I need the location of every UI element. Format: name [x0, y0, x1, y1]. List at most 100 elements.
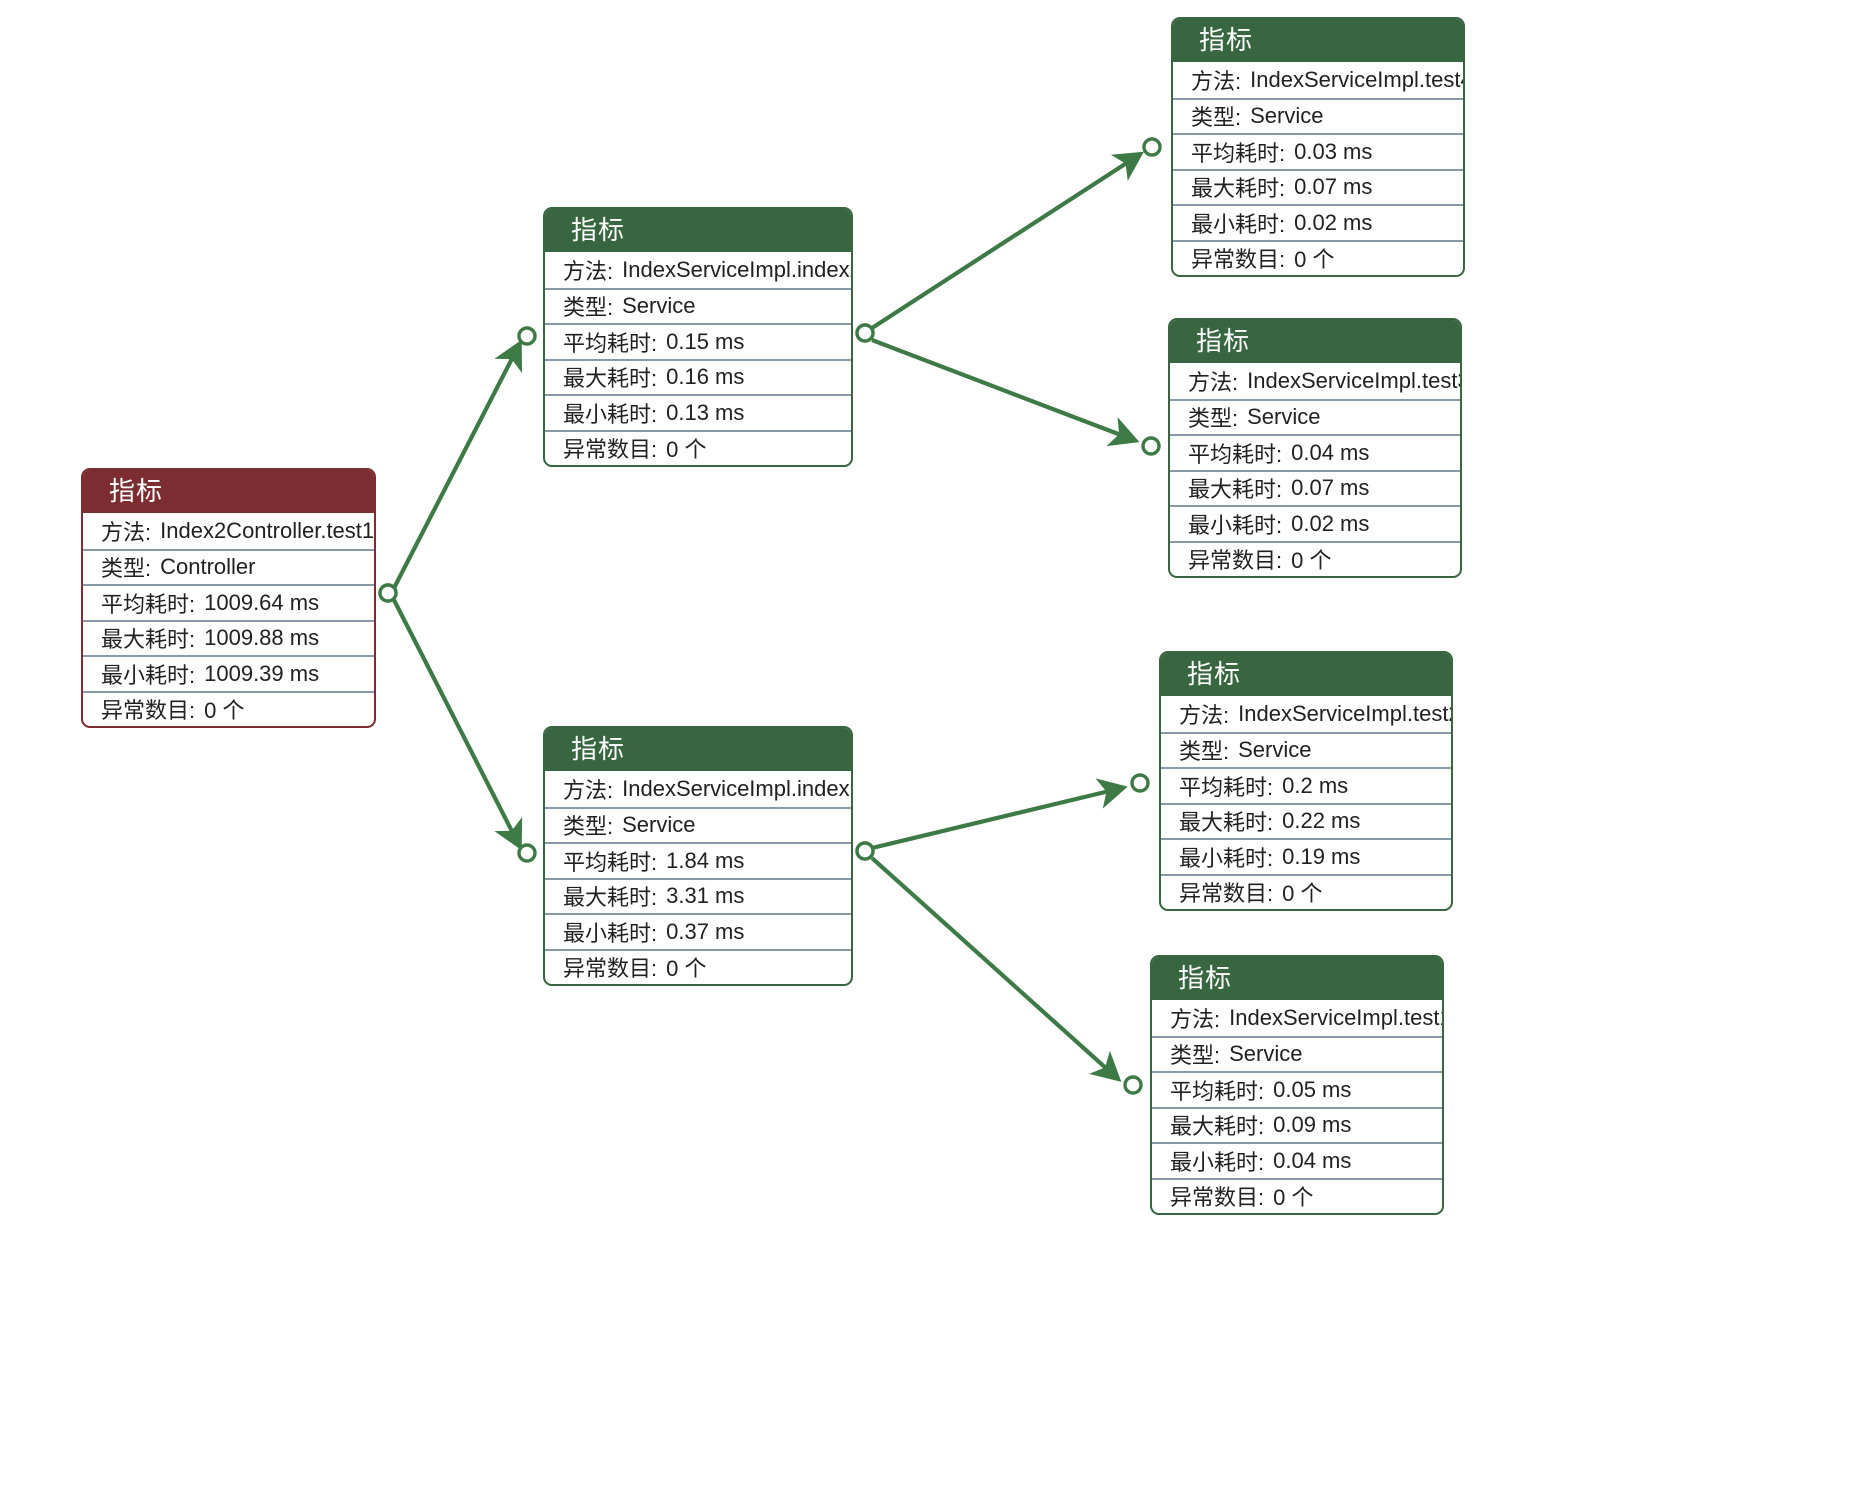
node-card-service-indexserviceimpl-test3[interactable]: 指标 方法: IndexServiceImpl.test3 类型: Servic…	[1168, 318, 1462, 578]
row-errors: 异常数目: 0 个	[545, 429, 851, 466]
node-title: 指标	[1161, 653, 1451, 696]
edge-index2-to-test3	[855, 323, 1161, 456]
node-field-list: 方法: IndexServiceImpl.index1 类型: Service …	[545, 771, 851, 984]
node-card-service-indexserviceimpl-test1[interactable]: 指标 方法: IndexServiceImpl.test1 类型: Servic…	[1150, 955, 1444, 1215]
label-method: 方法:	[1170, 1006, 1221, 1032]
node-field-list: 方法: IndexServiceImpl.test1 类型: Service 平…	[1152, 1000, 1442, 1213]
edge-root-to-index1	[378, 583, 537, 863]
node-title: 指标	[83, 470, 374, 513]
node-title: 指标	[1152, 957, 1442, 1000]
value-type: Service	[1250, 103, 1324, 129]
value-avg: 1.84 ms	[666, 847, 745, 873]
label-method: 方法:	[563, 258, 614, 284]
edge-index1-to-test2	[855, 773, 1150, 861]
row-min: 最小耗时: 0.13 ms	[545, 394, 851, 430]
value-min: 0.19 ms	[1282, 843, 1361, 869]
edge-index2-to-test4	[855, 137, 1162, 343]
node-card-service-indexserviceimpl-test4[interactable]: 指标 方法: IndexServiceImpl.test4 类型: Servic…	[1171, 17, 1465, 277]
label-max: 最大耗时:	[1170, 1114, 1265, 1140]
label-min: 最小耗时:	[1188, 512, 1283, 538]
label-max: 最大耗时:	[1191, 176, 1286, 202]
row-min: 最小耗时: 0.19 ms	[1161, 838, 1451, 874]
value-method: IndexServiceImpl.test1	[1229, 1004, 1444, 1030]
label-min: 最小耗时:	[563, 401, 658, 427]
node-card-service-indexserviceimpl-index1[interactable]: 指标 方法: IndexServiceImpl.index1 类型: Servi…	[543, 726, 853, 986]
label-type: 类型:	[1179, 739, 1230, 765]
label-avg: 平均耗时:	[101, 591, 196, 617]
row-min: 最小耗时: 1009.39 ms	[83, 655, 374, 691]
value-type: Controller	[160, 554, 256, 580]
edge-root-to-index2	[378, 326, 537, 603]
label-avg: 平均耗时:	[1170, 1078, 1265, 1104]
row-errors: 异常数目: 0 个	[1161, 873, 1451, 910]
row-method: 方法: IndexServiceImpl.index1	[545, 771, 851, 807]
label-avg: 平均耗时:	[1191, 140, 1286, 166]
label-avg: 平均耗时:	[1179, 774, 1274, 800]
value-type: Service	[1247, 404, 1321, 430]
value-min: 0.13 ms	[666, 399, 745, 425]
label-max: 最大耗时:	[1188, 477, 1283, 503]
row-max: 最大耗时: 3.31 ms	[545, 877, 851, 914]
node-title: 指标	[545, 728, 851, 771]
node-field-list: 方法: IndexServiceImpl.test3 类型: Service 平…	[1170, 363, 1460, 576]
value-max: 1009.88 ms	[204, 625, 320, 651]
value-method: IndexServiceImpl.index1	[622, 775, 853, 801]
row-type: 类型: Service	[1170, 398, 1460, 435]
value-max: 0.22 ms	[1282, 808, 1361, 834]
label-errors: 异常数目:	[1170, 1185, 1265, 1211]
node-card-service-indexserviceimpl-index2[interactable]: 指标 方法: IndexServiceImpl.index2 类型: Servi…	[543, 207, 853, 467]
row-max: 最大耗时: 0.07 ms	[1173, 168, 1463, 205]
row-max: 最大耗时: 0.22 ms	[1161, 802, 1451, 839]
value-min: 0.02 ms	[1291, 510, 1370, 536]
label-min: 最小耗时:	[563, 920, 658, 946]
row-min: 最小耗时: 0.02 ms	[1173, 204, 1463, 240]
value-max: 0.16 ms	[666, 364, 745, 390]
label-avg: 平均耗时:	[1188, 441, 1283, 467]
row-errors: 异常数目: 0 个	[1170, 540, 1460, 577]
label-errors: 异常数目:	[1179, 881, 1274, 907]
label-type: 类型:	[1191, 105, 1242, 131]
value-avg: 0.05 ms	[1273, 1076, 1352, 1102]
label-min: 最小耗时:	[1170, 1149, 1265, 1175]
node-field-list: 方法: Index2Controller.test1 类型: Controlle…	[83, 513, 374, 726]
row-method: 方法: IndexServiceImpl.test2	[1161, 696, 1451, 732]
label-max: 最大耗时:	[563, 885, 658, 911]
label-method: 方法:	[563, 777, 614, 803]
row-errors: 异常数目: 0 个	[83, 690, 374, 727]
label-max: 最大耗时:	[1179, 810, 1274, 836]
row-type: 类型: Service	[1152, 1035, 1442, 1072]
value-max: 0.09 ms	[1273, 1112, 1352, 1138]
row-avg: 平均耗时: 0.15 ms	[545, 323, 851, 359]
row-min: 最小耗时: 0.37 ms	[545, 913, 851, 949]
label-max: 最大耗时:	[101, 627, 196, 653]
value-min: 0.37 ms	[666, 918, 745, 944]
value-errors: 0 个	[1294, 247, 1335, 273]
label-avg: 平均耗时:	[563, 849, 658, 875]
row-max: 最大耗时: 1009.88 ms	[83, 619, 374, 656]
row-avg: 平均耗时: 0.05 ms	[1152, 1071, 1442, 1107]
node-card-controller-index2controller-test1[interactable]: 指标 方法: Index2Controller.test1 类型: Contro…	[81, 468, 376, 728]
value-avg: 0.2 ms	[1282, 772, 1349, 798]
label-min: 最小耗时:	[1191, 211, 1286, 237]
node-field-list: 方法: IndexServiceImpl.test2 类型: Service 平…	[1161, 696, 1451, 909]
label-errors: 异常数目:	[1191, 247, 1286, 273]
value-errors: 0 个	[204, 698, 245, 724]
label-errors: 异常数目:	[101, 698, 196, 724]
node-title: 指标	[545, 209, 851, 252]
row-errors: 异常数目: 0 个	[545, 948, 851, 985]
value-method: Index2Controller.test1	[160, 517, 375, 543]
row-method: 方法: IndexServiceImpl.test3	[1170, 363, 1460, 399]
value-max: 3.31 ms	[666, 883, 745, 909]
value-method: IndexServiceImpl.index2	[622, 256, 853, 282]
label-type: 类型:	[1188, 406, 1239, 432]
node-field-list: 方法: IndexServiceImpl.test4 类型: Service 平…	[1173, 62, 1463, 275]
node-card-service-indexserviceimpl-test2[interactable]: 指标 方法: IndexServiceImpl.test2 类型: Servic…	[1159, 651, 1453, 911]
node-title: 指标	[1170, 320, 1460, 363]
value-avg: 0.04 ms	[1291, 439, 1370, 465]
edge-index1-to-test1	[855, 841, 1143, 1095]
label-avg: 平均耗时:	[563, 330, 658, 356]
row-max: 最大耗时: 0.09 ms	[1152, 1106, 1442, 1143]
value-min: 0.04 ms	[1273, 1147, 1352, 1173]
row-max: 最大耗时: 0.07 ms	[1170, 469, 1460, 506]
